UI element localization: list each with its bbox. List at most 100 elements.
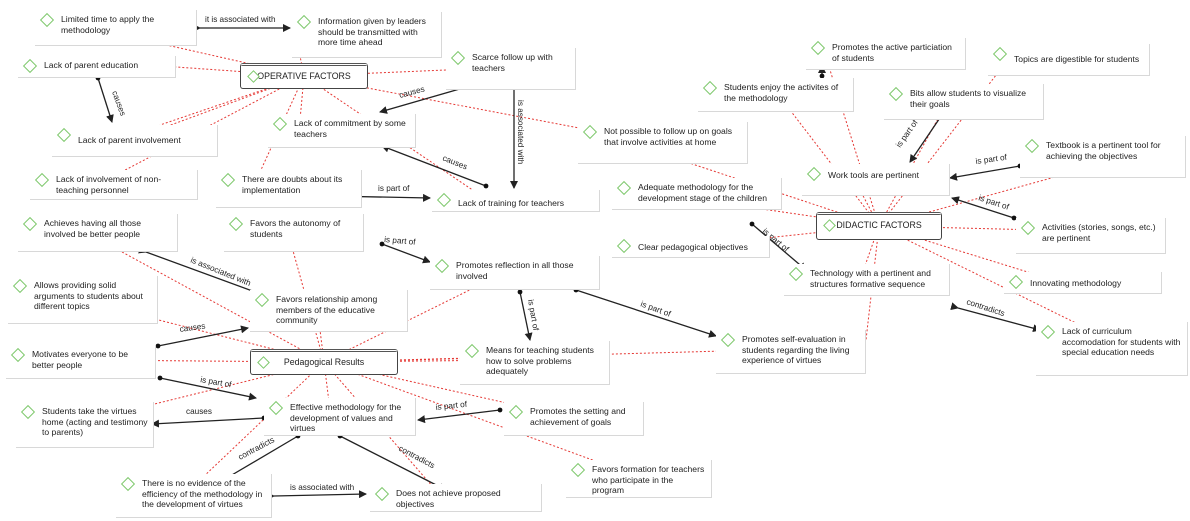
dashed-link <box>299 75 305 121</box>
dashed-link <box>99 239 325 363</box>
concept-node[interactable]: Activities (stories, songs, etc.) are pe… <box>1016 218 1166 254</box>
hub-didactic-factors[interactable]: DIDACTIC FACTORS <box>816 212 942 240</box>
concept-icon <box>1008 274 1024 290</box>
link-origin-dot <box>379 241 385 247</box>
concept-node[interactable]: Favors the autonomy of students <box>224 214 364 252</box>
dashed-link <box>199 361 325 481</box>
concept-node[interactable]: Students enjoy the activites of the meth… <box>698 78 854 112</box>
concept-icon <box>120 476 136 492</box>
link-label: causes <box>110 90 127 117</box>
link-label: contradicts <box>397 444 436 471</box>
link-arrow <box>97 77 114 123</box>
concept-icon <box>220 172 236 188</box>
concept-icon <box>56 127 72 143</box>
concept-node[interactable]: Achieves having all those involved be be… <box>18 214 178 252</box>
dashed-link <box>289 239 325 363</box>
concept-icon <box>1020 220 1036 236</box>
concept-icon <box>34 172 50 188</box>
link-arrow <box>519 291 533 341</box>
concept-node[interactable]: Innovating methodology <box>1004 272 1162 294</box>
concept-icon <box>464 343 480 359</box>
concept-node[interactable]: Lack of involvement of non-teaching pers… <box>30 170 198 200</box>
concept-node[interactable]: Favors formation for teachers who partic… <box>566 460 712 498</box>
concept-node[interactable]: Work tools are pertinent <box>802 164 950 196</box>
hub-pedagogical-results[interactable]: Pedagogical Results <box>250 349 398 375</box>
link-label: is part of <box>894 118 920 149</box>
link-label: is associated with <box>516 100 525 165</box>
concept-node[interactable]: Means for teaching students how to solve… <box>460 341 610 385</box>
concept-node[interactable]: Lack of training for teachers <box>432 190 600 212</box>
concept-icon <box>702 80 718 96</box>
concept-icon <box>570 462 586 478</box>
concept-node[interactable]: Lack of parent involvement <box>52 125 218 157</box>
concept-node[interactable]: Scarce follow up with teachers <box>446 48 576 90</box>
concept-icon <box>434 258 450 274</box>
link-arrow <box>417 409 501 424</box>
link-label: is part of <box>378 184 410 193</box>
dashed-link <box>299 55 305 77</box>
concept-icon <box>254 292 270 308</box>
concept-icon <box>296 14 312 30</box>
concept-icon <box>810 40 826 56</box>
concept-node[interactable]: Promotes the active particiation of stud… <box>806 38 966 70</box>
concept-node[interactable]: Topics are digestible for students <box>988 44 1150 76</box>
link-label: causes <box>398 85 425 100</box>
concept-node[interactable]: There is no evidence of the efficiency o… <box>116 474 272 518</box>
link-arrow <box>159 377 257 401</box>
hub-operative-factors[interactable]: OPERATIVE FACTORS <box>240 63 368 89</box>
concept-icon <box>616 180 632 196</box>
link-arrow <box>951 196 1015 219</box>
concept-node[interactable]: Limited time to apply the methodology <box>35 10 197 46</box>
concept-node[interactable]: Allows providing solid arguments to stud… <box>8 276 158 324</box>
concept-node[interactable]: There are doubts about its implementatio… <box>216 170 362 208</box>
concept-icon <box>806 166 822 182</box>
dashed-link <box>323 361 621 471</box>
concept-icon <box>450 50 466 66</box>
link-arrow <box>157 325 249 347</box>
concept-node[interactable]: Motivates everyone to be better people <box>6 345 156 379</box>
dashed-link <box>878 225 1041 231</box>
concept-node[interactable]: Lack of parent education <box>18 56 176 78</box>
concept-icon <box>616 238 632 254</box>
concept-node[interactable]: Not possible to follow up on goals that … <box>578 122 748 164</box>
hub-label: OPERATIVE FACTORS <box>257 71 351 81</box>
link-arrow <box>575 289 717 338</box>
link-label: is part of <box>384 235 417 247</box>
link-origin-dot <box>819 73 825 79</box>
concept-node[interactable]: Promotes reflection in all those involve… <box>430 256 600 290</box>
link-arrow <box>381 243 431 264</box>
concept-node[interactable]: Promotes self-evaluation in students reg… <box>716 330 866 374</box>
concept-node[interactable]: Promotes the setting and achievement of … <box>504 402 644 436</box>
link-label: is part of <box>977 193 1010 211</box>
concept-icon <box>257 356 270 369</box>
concept-node[interactable]: Clear pedagogical objectives <box>612 236 770 258</box>
link-origin-dot <box>1011 215 1017 221</box>
link-origin-dot <box>749 221 755 227</box>
link-arrow <box>379 85 471 114</box>
concept-icon <box>10 347 26 363</box>
link-arrow <box>381 144 487 187</box>
concept-icon <box>788 266 804 282</box>
concept-node[interactable]: Bits allow students to visualize their g… <box>884 84 1044 120</box>
concept-node[interactable]: Does not achieve proposed objectives <box>370 484 542 512</box>
link-label: causes <box>186 407 212 416</box>
concept-icon <box>1040 324 1056 340</box>
concept-node[interactable]: Information given by leaders should be t… <box>292 12 442 58</box>
dashed-link <box>129 75 305 141</box>
concept-node[interactable]: Adequate methodology for the development… <box>612 178 782 210</box>
concept-node[interactable]: Favors relationship among members of the… <box>250 290 408 332</box>
concept-icon <box>272 116 288 132</box>
link-label: causes <box>179 321 206 334</box>
concept-node[interactable]: Students take the virtues home (acting a… <box>16 402 154 448</box>
link-label: is part of <box>526 299 540 332</box>
concept-node[interactable]: Lack of curriculum accomodation for stud… <box>1036 322 1188 376</box>
concept-node[interactable]: Textbook is a pertinent tool for achievi… <box>1020 136 1186 178</box>
concept-node[interactable]: Lack of commitment by some teachers <box>268 114 416 148</box>
link-arrow <box>138 245 267 298</box>
dashed-link <box>303 75 481 196</box>
concept-node[interactable]: Effective methodology for the developmen… <box>264 398 416 436</box>
concept-icon <box>823 219 836 232</box>
concept-node[interactable]: Technology with a pertinent and structur… <box>784 264 950 296</box>
concept-icon <box>374 486 390 502</box>
concept-icon <box>22 58 38 74</box>
